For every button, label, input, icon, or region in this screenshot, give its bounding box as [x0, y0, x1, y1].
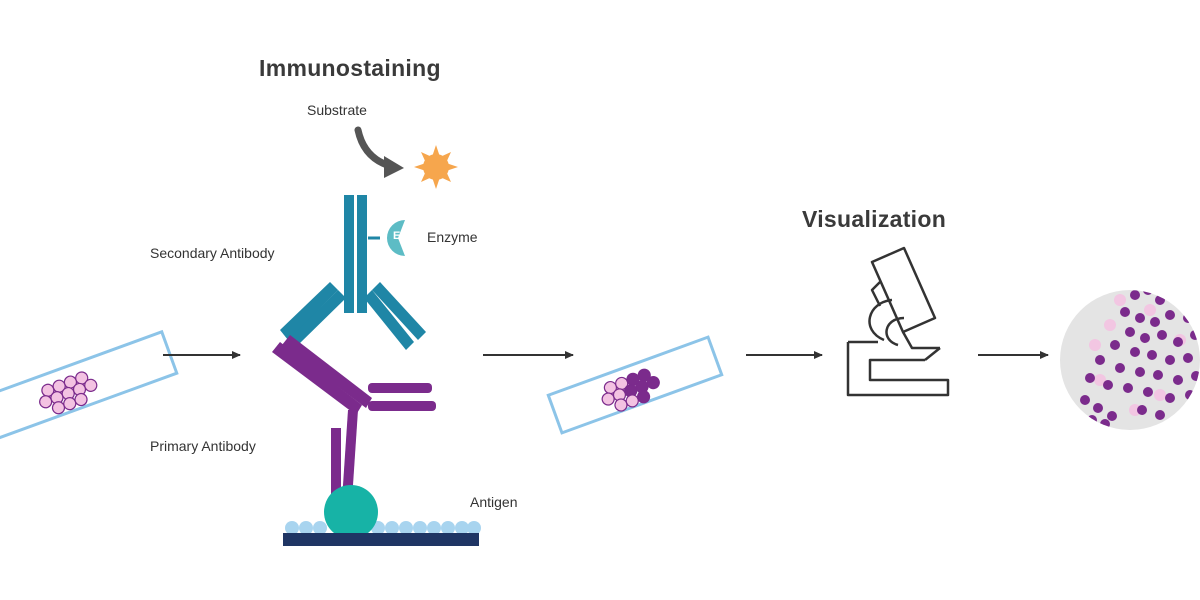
- unstained-cells: [39, 371, 98, 415]
- stained-cells: [601, 368, 660, 412]
- secondary-antibody-label: Secondary Antibody: [150, 245, 275, 261]
- primary-antibody-label: Primary Antibody: [150, 438, 256, 454]
- substrate-starburst-icon: [414, 145, 458, 189]
- primary-antibody: [272, 335, 436, 500]
- membrane-bar: [283, 533, 479, 546]
- antigen-label: Antigen: [470, 494, 518, 510]
- antigen-icon: [324, 485, 378, 539]
- secondary-antibody: [280, 195, 426, 350]
- membrane-beads: [285, 521, 481, 535]
- stained-tissue-icon: [1060, 290, 1200, 430]
- antigen-membrane: [283, 485, 481, 546]
- enzyme-symbol: E: [393, 230, 401, 242]
- unstained-slide: [0, 329, 179, 441]
- immunostaining-title: Immunostaining: [259, 55, 441, 81]
- visualization-title: Visualization: [802, 206, 947, 232]
- enzyme-icon: [368, 220, 405, 256]
- microscope-icon: [846, 246, 950, 397]
- substrate-label: Substrate: [307, 102, 367, 118]
- stained-slide: [546, 335, 724, 435]
- curved-arrow-head: [384, 156, 404, 178]
- enzyme-label: Enzyme: [427, 229, 478, 245]
